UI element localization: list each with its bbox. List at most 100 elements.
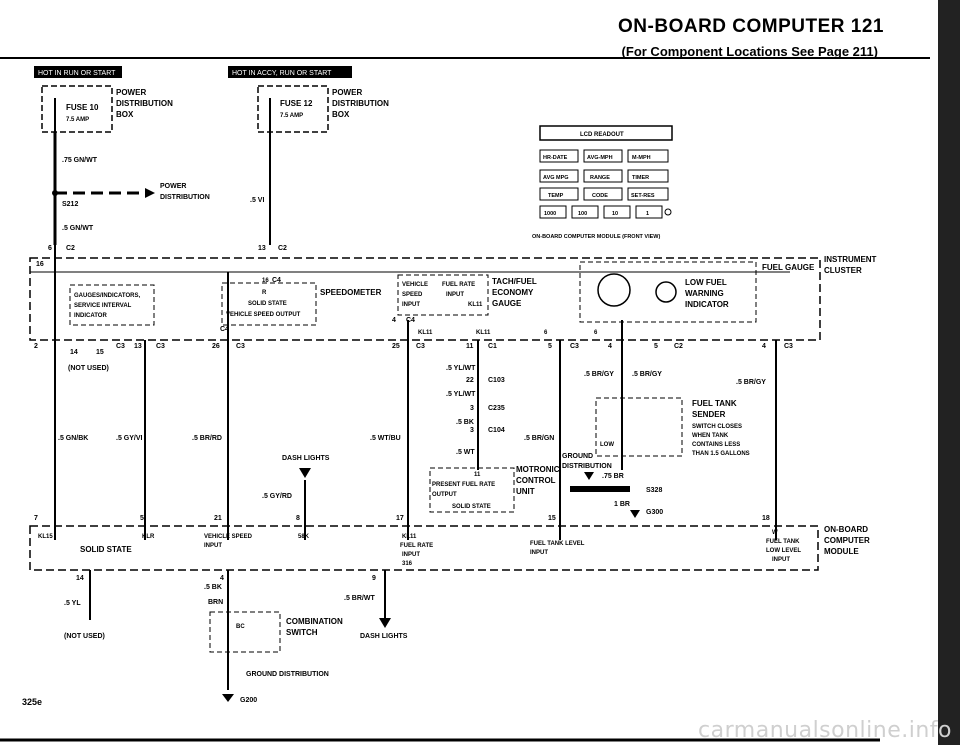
svg-text:C4: C4 xyxy=(406,317,415,324)
svg-text:25: 25 xyxy=(392,343,400,350)
svg-text:KL11: KL11 xyxy=(418,330,433,336)
svg-text:C4: C4 xyxy=(220,326,229,333)
svg-text:CONTAINS LESS: CONTAINS LESS xyxy=(692,442,740,448)
ground-icon xyxy=(630,510,640,518)
svg-text:GROUND: GROUND xyxy=(562,453,593,460)
hot-label-left xyxy=(34,66,122,78)
svg-text:100: 100 xyxy=(578,211,587,217)
svg-text:INPUT: INPUT xyxy=(530,550,548,556)
svg-text:KLR: KLR xyxy=(142,534,155,540)
svg-text:4: 4 xyxy=(762,343,766,350)
svg-text:.5 YL/WT: .5 YL/WT xyxy=(446,391,476,398)
svg-text:ON-BOARD COMPUTER MODULE (FRON: ON-BOARD COMPUTER MODULE (FRONT VIEW) xyxy=(532,234,660,240)
svg-text:18: 18 xyxy=(762,515,770,522)
svg-text:16: 16 xyxy=(36,261,44,268)
svg-text:LOW LEVEL: LOW LEVEL xyxy=(766,548,801,554)
svg-text:C3: C3 xyxy=(416,343,425,350)
svg-text:5: 5 xyxy=(140,515,144,522)
svg-text:11: 11 xyxy=(474,472,481,478)
hot-label-left-text: HOT IN RUN OR START xyxy=(38,70,116,77)
svg-text:9: 9 xyxy=(372,575,376,582)
svg-text:11: 11 xyxy=(466,343,474,350)
svg-text:COMPUTER: COMPUTER xyxy=(824,536,870,545)
svg-text:.5 BR/GN: .5 BR/GN xyxy=(524,435,554,442)
page-subtitle: (For Component Locations See Page 211) xyxy=(621,44,878,59)
page-title: ON-BOARD COMPUTER 121 xyxy=(618,16,884,37)
svg-text:14: 14 xyxy=(70,349,78,356)
svg-text:FUEL TANK: FUEL TANK xyxy=(766,539,800,545)
svg-text:INPUT: INPUT xyxy=(402,302,420,308)
svg-text:C1: C1 xyxy=(488,343,497,350)
svg-text:2: 2 xyxy=(34,343,38,350)
speedometer-box xyxy=(221,282,317,326)
motronic-box xyxy=(429,467,515,513)
svg-text:CODE: CODE xyxy=(592,193,608,199)
svg-text:RANGE: RANGE xyxy=(590,175,610,181)
svg-text:3: 3 xyxy=(470,405,474,412)
svg-text:THAN 1.5 GALLONS: THAN 1.5 GALLONS xyxy=(692,451,750,457)
svg-text:GAUGE: GAUGE xyxy=(492,299,522,308)
ground-icon xyxy=(222,694,234,702)
svg-text:.5 YL: .5 YL xyxy=(64,600,81,607)
svg-text:7.5 AMP: 7.5 AMP xyxy=(280,113,303,119)
svg-text:C3: C3 xyxy=(156,343,165,350)
svg-text:G200: G200 xyxy=(240,697,257,704)
svg-text:SENDER: SENDER xyxy=(692,410,726,419)
svg-text:TACH/FUEL: TACH/FUEL xyxy=(492,277,537,286)
svg-text:SOLID STATE: SOLID STATE xyxy=(80,545,132,554)
svg-text:(NOT USED): (NOT USED) xyxy=(68,365,109,372)
svg-text:SWITCH CLOSES: SWITCH CLOSES xyxy=(692,424,742,430)
svg-text:BRN: BRN xyxy=(208,599,223,606)
svg-text:INPUT: INPUT xyxy=(402,552,420,558)
svg-text:.5 BR/WT: .5 BR/WT xyxy=(344,595,375,602)
svg-text:3: 3 xyxy=(470,427,474,434)
svg-text:.5 GY/VI: .5 GY/VI xyxy=(116,435,143,442)
svg-text:.5 BR/GY: .5 BR/GY xyxy=(584,371,614,378)
svg-text:ECONOMY: ECONOMY xyxy=(492,288,534,297)
svg-text:10: 10 xyxy=(612,211,618,217)
page-reference: 325e xyxy=(22,697,43,707)
svg-text:C103: C103 xyxy=(488,377,505,384)
svg-text:FUEL TANK LEVEL: FUEL TANK LEVEL xyxy=(530,541,585,547)
svg-text:DISTRIBUTION: DISTRIBUTION xyxy=(160,194,210,201)
fuel-tank-sender-box xyxy=(595,397,683,457)
svg-text:6: 6 xyxy=(48,245,52,252)
svg-text:KL11: KL11 xyxy=(402,534,417,540)
svg-text:(NOT USED): (NOT USED) xyxy=(64,633,105,640)
svg-text:SOLID STATE: SOLID STATE xyxy=(248,301,287,307)
lcd-readout: LCD READOUT HR-DATE AVG-MPH M-MPH AVG MP… xyxy=(532,125,673,240)
svg-text:5: 5 xyxy=(654,343,658,350)
svg-text:4: 4 xyxy=(608,343,612,350)
svg-text:WHEN TANK: WHEN TANK xyxy=(692,433,729,439)
svg-text:MODULE: MODULE xyxy=(824,547,859,556)
svg-text:DISTRIBUTION: DISTRIBUTION xyxy=(332,99,389,108)
wire-label: .75 GN/WT xyxy=(62,157,98,164)
svg-text:DASH LIGHTS: DASH LIGHTS xyxy=(282,455,330,462)
fuel-gauge-box xyxy=(579,261,757,323)
svg-text:AVG-MPH: AVG-MPH xyxy=(587,155,613,161)
fuse-10: FUSE 10 7.5 AMP POWER DISTRIBUTION BOX xyxy=(41,85,173,133)
svg-text:C235: C235 xyxy=(488,405,505,412)
svg-text:22: 22 xyxy=(466,377,474,384)
svg-text:C2: C2 xyxy=(278,245,287,252)
svg-text:VEHICLE SPEED: VEHICLE SPEED xyxy=(204,534,253,540)
svg-text:SOLID STATE: SOLID STATE xyxy=(452,504,491,510)
svg-text:.5 BR/RD: .5 BR/RD xyxy=(192,435,222,442)
svg-text:SPEEDOMETER: SPEEDOMETER xyxy=(320,288,382,297)
svg-text:316: 316 xyxy=(402,561,413,567)
svg-text:4: 4 xyxy=(220,575,224,582)
svg-text:LOW FUEL: LOW FUEL xyxy=(685,278,727,287)
svg-text:INPUT: INPUT xyxy=(204,543,222,549)
svg-text:58K: 58K xyxy=(298,534,310,540)
svg-text:INDICATOR: INDICATOR xyxy=(74,313,107,319)
on-board-computer-module-frame xyxy=(29,525,819,571)
svg-text:1: 1 xyxy=(646,211,649,217)
svg-text:6: 6 xyxy=(594,330,598,336)
svg-text:15: 15 xyxy=(96,349,104,356)
svg-text:C2: C2 xyxy=(66,245,75,252)
svg-text:MOTRONIC: MOTRONIC xyxy=(516,465,560,474)
svg-text:TEMP: TEMP xyxy=(548,193,564,199)
svg-text:.75 BR: .75 BR xyxy=(602,473,624,480)
combination-switch-box xyxy=(209,611,281,653)
svg-text:17: 17 xyxy=(396,515,404,522)
